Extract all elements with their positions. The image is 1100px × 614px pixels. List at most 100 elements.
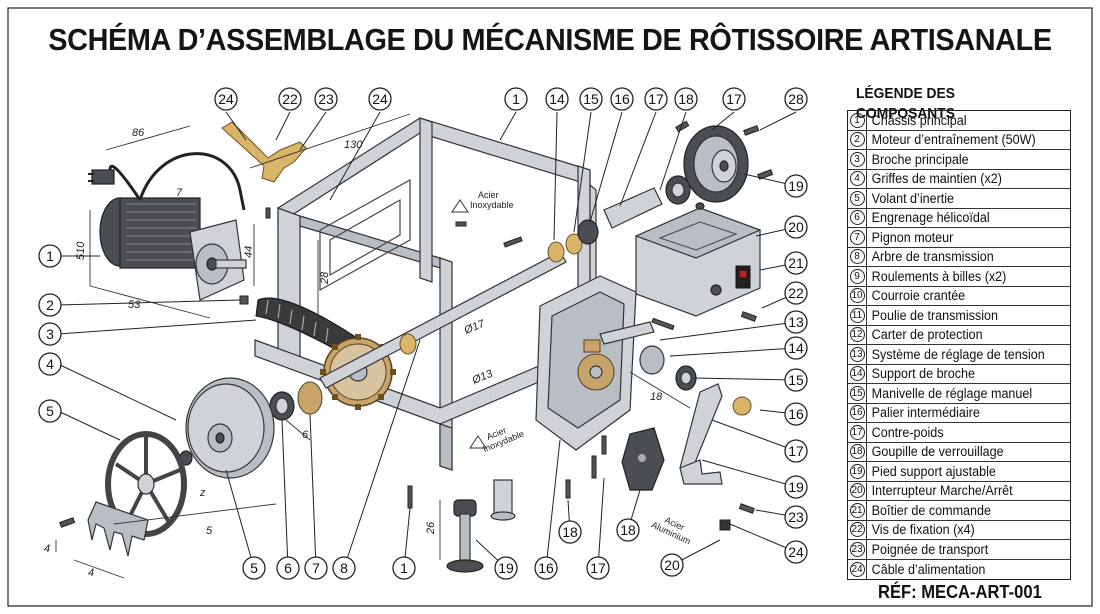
legend-number: 3 [849, 151, 865, 167]
dim-26: 26 [425, 521, 437, 535]
legend-label: Support de broche [871, 366, 975, 382]
callout-bottom-3: 7 [304, 556, 328, 580]
callouts-top: 24 22 23 24 1 14 15 16 17 18 17 28 [214, 87, 808, 111]
legend-number: 13 [849, 346, 865, 362]
svg-text:1: 1 [512, 91, 520, 107]
svg-text:22: 22 [282, 91, 298, 107]
callout-right-3: 21 [784, 251, 808, 275]
callout-top-4: 24 [368, 87, 392, 111]
legend-label: Engrenage hélicoïdal [871, 210, 990, 226]
callout-top-2: 22 [278, 87, 302, 111]
gearbox-housing [535, 275, 752, 451]
legend-number: 10 [849, 288, 865, 304]
legend-number: 7 [849, 229, 865, 245]
svg-text:14: 14 [549, 91, 565, 107]
svg-text:1: 1 [400, 560, 408, 576]
callout-left-2: 2 [38, 293, 62, 317]
legend-label: Broche principale [871, 151, 969, 167]
svg-text:5: 5 [46, 403, 54, 419]
svg-text:1: 1 [46, 248, 54, 264]
callout-bottom-1: 5 [242, 556, 266, 580]
svg-text:6: 6 [284, 560, 292, 576]
legend-label: Vis de fixation (x4) [871, 522, 975, 538]
callout-top-3: 23 [314, 87, 338, 111]
callout-right-7: 15 [784, 368, 808, 392]
svg-text:19: 19 [498, 560, 514, 576]
legend-number: 19 [849, 463, 865, 479]
callout-right-10: 19 [784, 475, 808, 499]
legend-number: 14 [849, 366, 865, 382]
callouts-bottom: 5 6 7 8 1 19 16 18 17 18 20 [242, 518, 684, 580]
svg-text:20: 20 [788, 219, 804, 235]
svg-text:18: 18 [678, 91, 694, 107]
svg-text:18: 18 [620, 522, 636, 538]
legend-number: 21 [849, 502, 865, 518]
callout-bottom-5: 1 [392, 556, 416, 580]
screws [59, 120, 774, 531]
legend-label: Poignée de transport [871, 541, 989, 557]
svg-text:3: 3 [46, 326, 54, 342]
legend-number: 22 [849, 522, 865, 538]
legend-number: 16 [849, 405, 865, 421]
callout-left-5: 5 [38, 399, 62, 423]
svg-text:22: 22 [788, 285, 804, 301]
svg-text:4: 4 [46, 356, 54, 372]
leader-lines [57, 111, 797, 569]
legend-item: 21 Boîtier de commande [848, 500, 1070, 521]
legend-label: Palier intermédiaire [871, 405, 980, 421]
callout-right-8: 16 [784, 402, 808, 426]
svg-text:16: 16 [788, 406, 804, 422]
flywheel [87, 377, 275, 557]
callout-top-7: 15 [579, 87, 603, 111]
callouts-left: 1 2 3 4 5 [38, 244, 62, 423]
svg-text:17: 17 [590, 560, 606, 576]
legend-number: 2 [849, 132, 865, 148]
callout-top-6: 14 [545, 87, 569, 111]
legend-number: 4 [849, 171, 865, 187]
adjustable-foot [446, 479, 516, 573]
callout-bottom-9: 17 [586, 556, 610, 580]
legend-label: Boîtier de commande [871, 502, 991, 518]
legend-label: Courroie crantée [871, 288, 966, 304]
legend-number: 1 [849, 112, 865, 128]
svg-text:24: 24 [218, 91, 234, 107]
legend-number: 11 [849, 307, 865, 323]
svg-text:5: 5 [250, 560, 258, 576]
crank-handle [621, 383, 723, 491]
legend-title: LÉGENDE DES COMPOSANTS [856, 85, 955, 122]
legend-label: Système de réglage de tension [871, 346, 1045, 362]
callout-right-6: 14 [784, 336, 808, 360]
dim-44: 44 [243, 246, 255, 258]
legend-label: Carter de protection [871, 327, 983, 343]
dim-510: 510 [75, 241, 87, 260]
callout-right-2: 20 [784, 215, 808, 239]
dim-18: 18 [650, 391, 663, 403]
svg-text:19: 19 [788, 178, 804, 194]
dim-17: Ø17 [462, 318, 488, 338]
legend-item: 10 Courroie crantée [848, 286, 1070, 306]
svg-text:8: 8 [340, 560, 348, 576]
callout-bottom-6: 19 [494, 556, 518, 580]
dim-28: 28 [319, 271, 331, 285]
belt-and-gears [255, 233, 583, 421]
callout-right-12: 24 [784, 540, 808, 564]
legend-number: 18 [849, 444, 865, 460]
svg-text:23: 23 [318, 91, 334, 107]
callout-right-11: 23 [784, 505, 808, 529]
aluminium-note: AcierAluminium [650, 511, 697, 547]
legend-number: 8 [849, 249, 865, 265]
legend-label: Volant d’inertie [871, 190, 955, 206]
callout-left-1: 1 [38, 244, 62, 268]
svg-text:2: 2 [46, 297, 54, 313]
steel-note-bottom: AcierInoxydable [478, 419, 526, 454]
callout-bottom-7: 16 [534, 556, 558, 580]
